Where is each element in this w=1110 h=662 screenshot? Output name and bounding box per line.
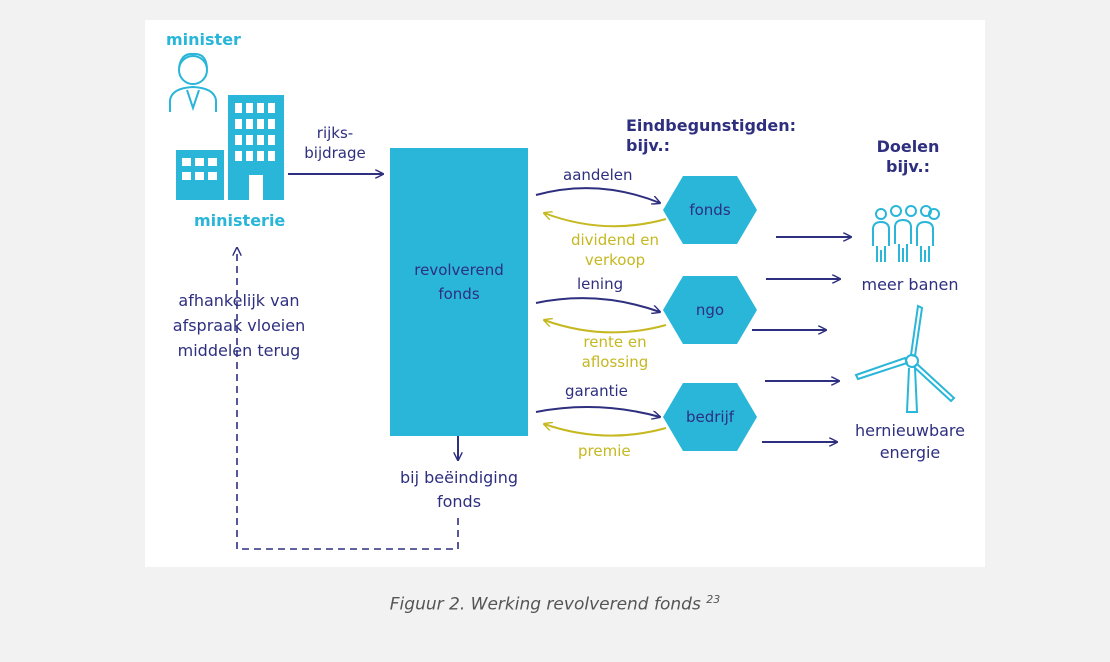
label-aandelen: aandelen: [563, 166, 633, 184]
goal-energy-line-2: energie: [879, 443, 941, 462]
goals-header: Doelen bijv.:: [868, 137, 948, 177]
label-premie: premie: [578, 442, 631, 460]
minister-icon: [169, 52, 217, 112]
goals-header-line-2: bijv.:: [885, 157, 931, 176]
goal-energy-line-1: hernieuwbare: [855, 421, 965, 440]
hexagon-label-ngo: ngo: [695, 301, 725, 319]
hexagon-label-fonds: fonds: [689, 201, 731, 219]
goal-label-jobs: meer banen: [861, 275, 959, 294]
arrow-lening: [535, 297, 660, 312]
end-of-fund-label: bij beëindiging fonds: [384, 466, 534, 514]
return-flow-line-2: afspraak vloeien: [172, 316, 306, 335]
rijksbijdrage-label: rijks- bijdrage: [300, 123, 370, 163]
beneficiaries-header-line-1: Eindbegunstigden:: [626, 116, 796, 135]
ministerie-label: ministerie: [194, 211, 286, 230]
dividend-line-2: verkoop: [584, 251, 646, 269]
arrow-premie: [544, 424, 667, 437]
hexagon-fonds: [663, 176, 757, 244]
figure-caption: Figuur 2. Werking revolverend fonds 23: [0, 593, 1110, 615]
fund-line-1: revolverend: [414, 261, 504, 279]
rente-line-2: aflossing: [581, 353, 649, 371]
wind-turbine-icon: [854, 304, 956, 413]
label-lening: lening: [577, 275, 624, 293]
revolving-fund-label: revolverend fonds: [390, 258, 528, 306]
hexagon-ngo: [663, 276, 757, 344]
label-garantie: garantie: [565, 382, 628, 400]
arrow-rente: [544, 320, 667, 334]
hexagon-bedrijf: [663, 383, 757, 451]
minister-label: minister: [166, 30, 241, 49]
rente-line-1: rente en: [583, 333, 647, 351]
hexagon-label-bedrijf: bedrijf: [685, 408, 735, 426]
arrow-garantie: [535, 406, 660, 417]
label-dividend: dividend en verkoop: [560, 230, 670, 270]
dividend-line-1: dividend en: [570, 231, 659, 249]
arrow-dividend: [544, 213, 667, 228]
diagram-panel: [145, 20, 985, 567]
beneficiaries-header: Eindbegunstigden: bijv.:: [626, 116, 796, 156]
return-flow-label: afhankelijk van afspraak vloeien middele…: [160, 288, 318, 363]
end-of-fund-line-2: fonds: [436, 492, 482, 511]
end-of-fund-line-1: bij beëindiging: [399, 468, 519, 487]
return-flow-line-1: afhankelijk van: [178, 291, 300, 310]
rijksbijdrage-line-2: bijdrage: [304, 144, 366, 162]
goals-header-line-1: Doelen: [876, 137, 940, 156]
return-flow-dashed-line: [237, 248, 459, 550]
revolving-fund-block: [390, 148, 528, 436]
beneficiaries-header-line-2: bijv.:: [626, 136, 671, 155]
caption-footnote: 23: [706, 593, 721, 606]
label-rente: rente en aflossing: [560, 332, 670, 372]
caption-text: Figuur 2. Werking revolverend fonds: [389, 594, 701, 615]
rijksbijdrage-line-1: rijks-: [316, 124, 354, 142]
goal-label-energy: hernieuwbare energie: [840, 420, 980, 464]
arrow-aandelen: [535, 187, 660, 203]
return-flow-line-3: middelen terug: [177, 341, 301, 360]
fund-line-2: fonds: [438, 285, 480, 303]
ministry-building-icon: [176, 95, 284, 200]
people-icon: [872, 205, 940, 262]
